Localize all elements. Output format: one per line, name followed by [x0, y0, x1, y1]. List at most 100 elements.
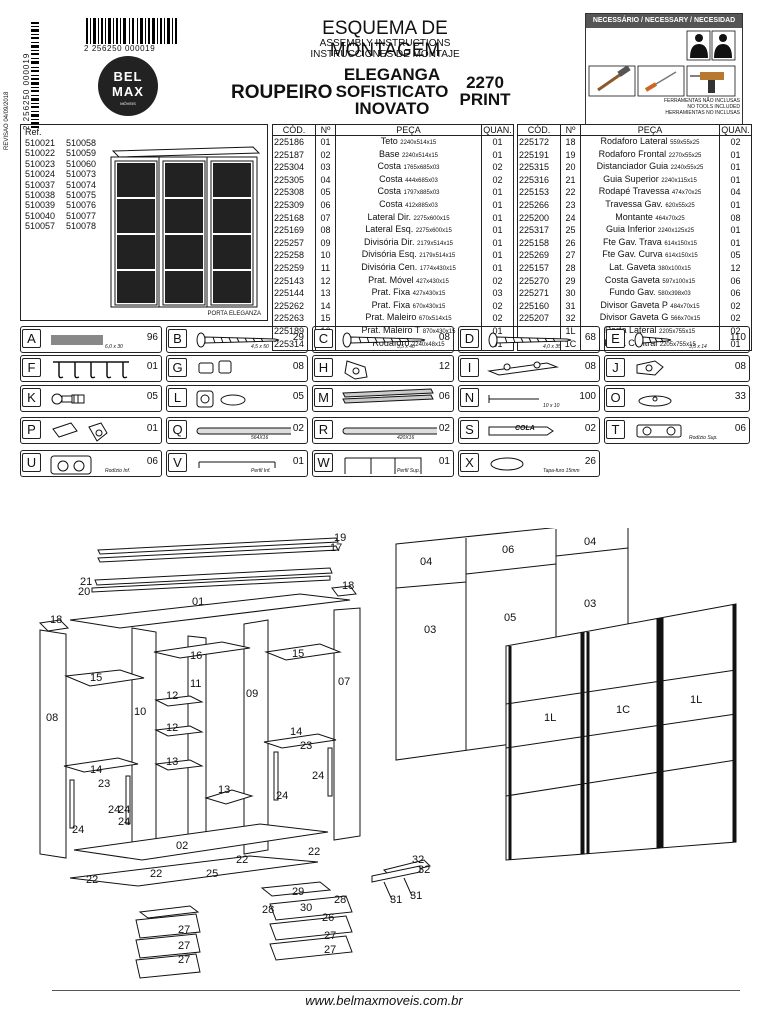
- lock-key-icon: [52, 422, 108, 442]
- part-number: 13: [315, 287, 336, 300]
- part-code: 225262: [272, 299, 316, 313]
- part-description: Divisória Esq. 2179x514x15: [335, 249, 482, 262]
- hardware-quantity: 02: [292, 423, 304, 434]
- reference-code: 510022: [25, 148, 56, 159]
- website-link[interactable]: www.belmaxmoveis.com.br: [305, 993, 463, 1008]
- hardware-letter: L: [168, 388, 187, 407]
- part-dimensions: 2240x125x25: [658, 228, 695, 235]
- part-code: [517, 324, 561, 338]
- part-name: Porta Lateral: [604, 324, 657, 335]
- part-code: 225172: [517, 135, 561, 149]
- part-number: 26: [560, 236, 581, 250]
- part-callout: 24: [108, 804, 121, 816]
- part-callout: 13: [166, 756, 179, 768]
- exploded-view-illustration: [38, 528, 737, 979]
- part-description: Guia Superior 2240x115x15: [580, 173, 720, 187]
- part-dimensions: 2240x55x25: [670, 165, 704, 172]
- short-screw-icon: [634, 332, 672, 348]
- hardware-quantity: 68: [584, 332, 596, 343]
- part-dimensions: 2275x600x15: [413, 215, 450, 222]
- hardware-item-r: R 420X16 02: [312, 417, 454, 444]
- part-callout: 27: [324, 944, 337, 956]
- hardware-letter: R: [314, 420, 333, 439]
- hardware-size: 420X16: [397, 435, 415, 441]
- part-name: Divisória Dir.: [363, 236, 415, 247]
- hardware-size: 3,5 x 40: [397, 344, 415, 350]
- part-name: Fundo Gav.: [609, 287, 656, 298]
- part-callout: 15: [292, 648, 305, 660]
- part-quantity: 01: [719, 161, 752, 174]
- part-code: 225169: [272, 224, 316, 237]
- bottom-roller-icon: [50, 455, 92, 475]
- part-code: 225187: [272, 148, 316, 162]
- part-number: 09: [315, 236, 336, 250]
- part-quantity: 01: [481, 324, 514, 338]
- part-callout: 18: [342, 580, 355, 592]
- part-number: 15: [315, 312, 336, 325]
- part-name: Travessa Gav.: [605, 198, 663, 209]
- hardware-quantity: 96: [146, 332, 158, 343]
- hardware-letter: X: [460, 453, 479, 472]
- hardware-quantity: 06: [146, 456, 158, 467]
- part-name: Rodaforo Lateral: [600, 136, 668, 146]
- part-dimensions: 2240x514x15: [401, 152, 439, 159]
- part-callout: 24: [312, 770, 325, 782]
- part-quantity: 08: [719, 211, 752, 225]
- reference-code: 510040: [25, 210, 56, 221]
- drawer-slide-icon: [342, 388, 434, 404]
- part-dimensions: 1765x685x03: [403, 165, 440, 172]
- hardware-size: 564X16: [251, 435, 269, 441]
- part-dimensions: 597x100x15: [662, 278, 696, 285]
- back-panel-callout: 03: [584, 598, 597, 610]
- part-quantity: 01: [481, 211, 514, 225]
- product-code-suffix: PRINT: [459, 90, 511, 109]
- part-callout: 27: [178, 954, 191, 966]
- part-name: Costa Gaveta: [604, 274, 660, 285]
- part-number: 28: [560, 261, 581, 275]
- part-number: 27: [560, 249, 581, 262]
- part-code: 225153: [517, 186, 561, 199]
- part-callout: 01: [192, 596, 205, 608]
- hardware-letter: A: [22, 329, 41, 348]
- part-dimensions: 614x150x15: [664, 240, 698, 247]
- part-name: Fte Gav. Trava: [602, 236, 662, 247]
- part-quantity: 02: [719, 324, 752, 338]
- part-dimensions: 412x885x03: [405, 202, 438, 209]
- part-name: Rodaforo: [372, 337, 410, 348]
- part-description: Montante 464x70x25: [580, 211, 720, 225]
- part-quantity: 04: [719, 186, 752, 199]
- reference-label: Ref.: [25, 127, 42, 137]
- hardware-quantity: 110: [730, 332, 746, 343]
- reference-code: 510024: [25, 169, 56, 180]
- plate-icon: [487, 361, 559, 376]
- part-callout: 28: [262, 904, 275, 916]
- hardware-size: 4,5 x 50: [251, 344, 269, 350]
- hardware-quantity: 02: [438, 423, 450, 434]
- part-code: 225258: [272, 249, 316, 262]
- part-dimensions: 2205x755x15: [659, 341, 696, 348]
- hardware-letter: J: [606, 358, 625, 377]
- hardware-quantity: 29: [292, 332, 304, 343]
- part-number: 21: [560, 173, 581, 187]
- part-callout: 27: [324, 930, 337, 942]
- part-callout: 29: [292, 886, 305, 898]
- hardware-quantity: 08: [584, 361, 596, 372]
- part-quantity: 02: [481, 161, 514, 174]
- part-dimensions: 444x685x03: [405, 177, 438, 184]
- part-name: Lateral Esq.: [365, 224, 414, 235]
- hardware-quantity: 08: [292, 361, 304, 372]
- part-quantity: 01: [481, 224, 514, 237]
- part-callout: 11: [190, 678, 202, 690]
